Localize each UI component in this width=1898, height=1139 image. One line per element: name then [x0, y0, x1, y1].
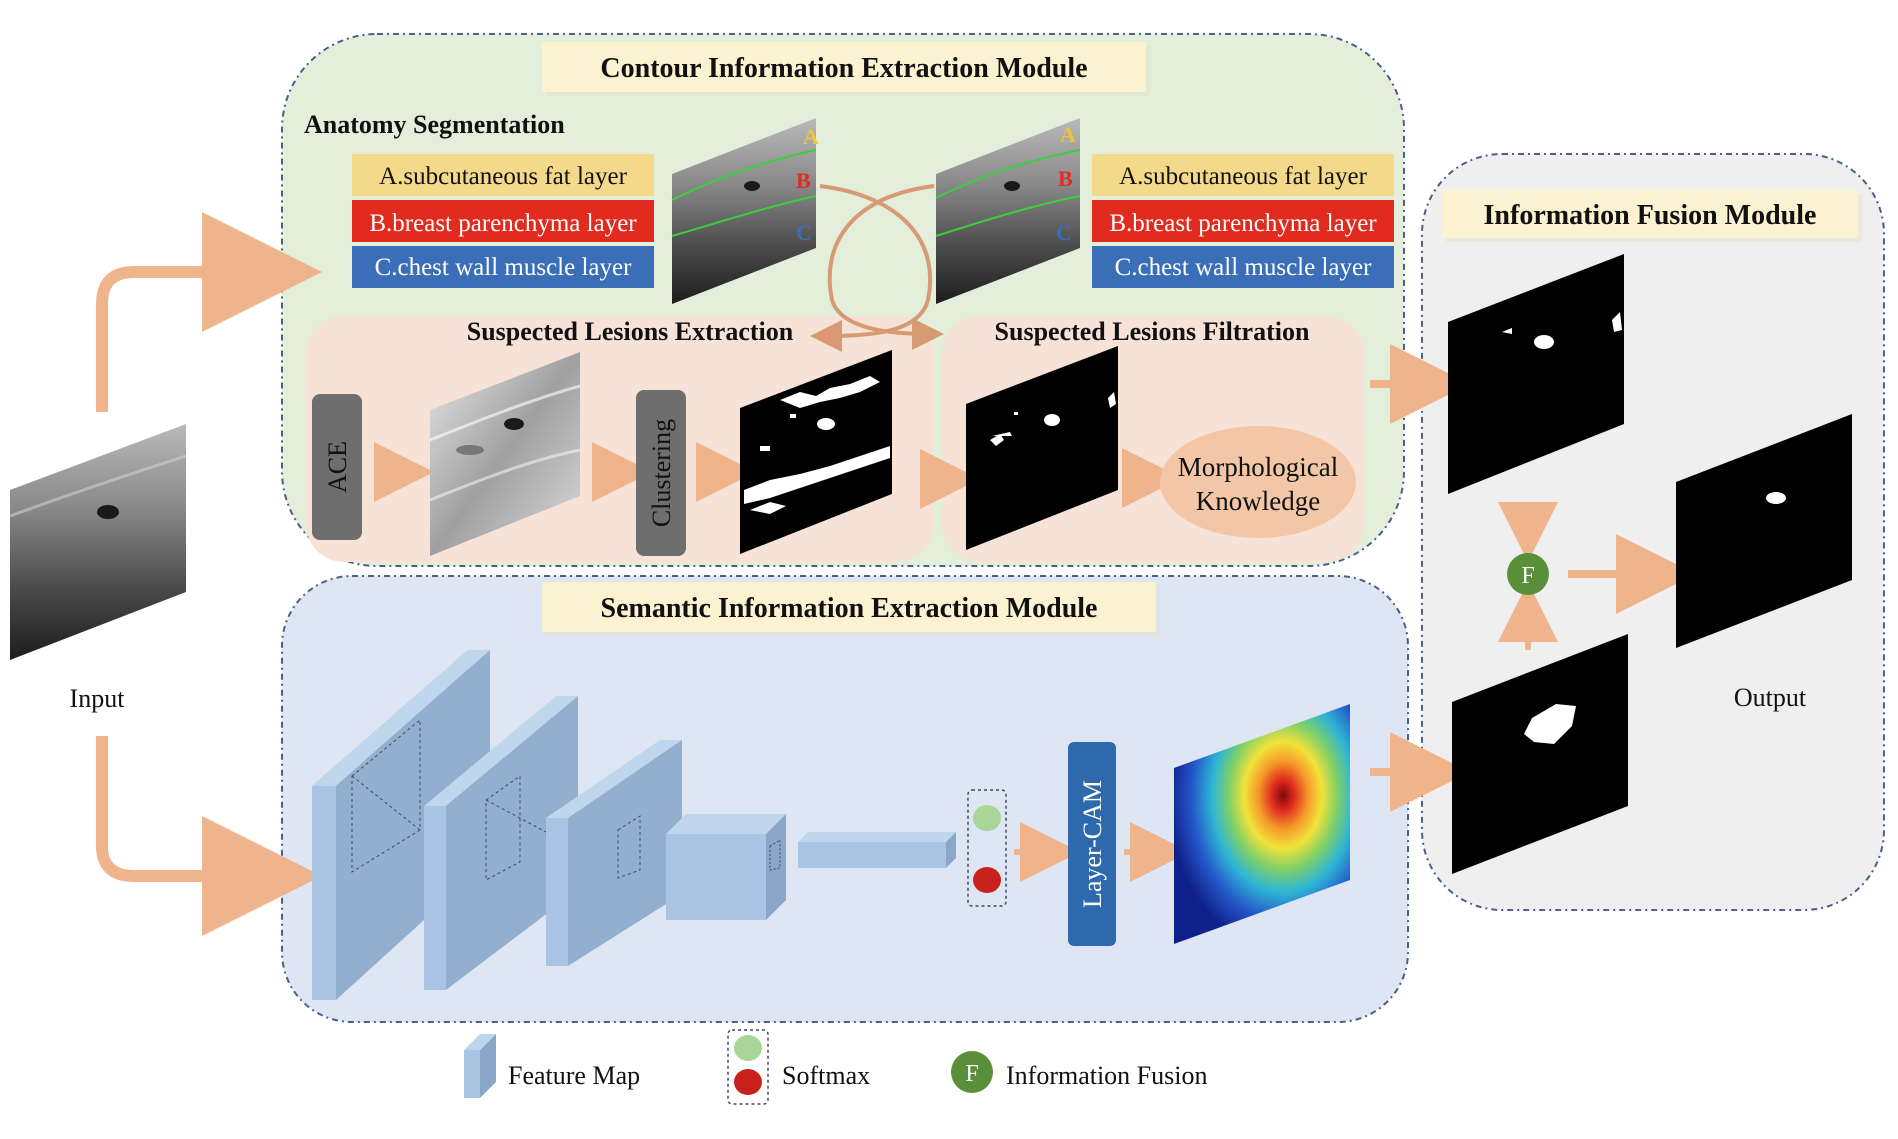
softmax-column: [967, 789, 1007, 907]
semantic-title-box: Semantic Information Extraction Module: [542, 582, 1160, 636]
legend-feature-map-label: Feature Map: [508, 1061, 640, 1090]
letter-a-right: A: [1060, 122, 1076, 147]
contour-module-title: Contour Information Extraction Module: [600, 53, 1087, 84]
output-label: Output: [1734, 683, 1807, 712]
morphological-knowledge: Morphological Knowledge: [1160, 426, 1356, 538]
arrow-input-to-semantic: [96, 736, 322, 936]
layer-b-label-right: B.breast parenchyma layer: [1109, 210, 1377, 237]
fusion-module-title: Information Fusion Module: [1484, 200, 1817, 231]
letter-b-left: B: [796, 168, 811, 193]
legend-fusion-symbol: F: [965, 1061, 978, 1087]
legend-softmax-icon: [727, 1029, 769, 1105]
layer-c-box-right: [1092, 246, 1394, 288]
input-ultrasound: [9, 424, 187, 660]
letter-b-right: B: [1058, 166, 1073, 191]
feature-map-block-1: [312, 650, 490, 1000]
fusion-semantic-mask: [1452, 634, 1628, 874]
anatomy-segmentation-title: Anatomy Segmentation: [304, 110, 565, 139]
contour-title-box: Contour Information Extraction Module: [542, 42, 1150, 96]
clustering-box: Clustering: [636, 390, 686, 556]
layer-c-label-left: C.chest wall muscle layer: [375, 254, 633, 281]
letter-a-left: A: [803, 124, 819, 149]
legend: Feature Map Softmax F Information Fusion: [464, 1029, 1208, 1105]
layer-c-label-right: C.chest wall muscle layer: [1115, 254, 1373, 281]
legend-information-fusion-label: Information Fusion: [1006, 1061, 1208, 1090]
layercam-label: Layer-CAM: [1078, 780, 1107, 908]
layer-b-box-left: [352, 200, 654, 242]
crossing-arrows: [810, 184, 944, 352]
legend-softmax-label: Softmax: [782, 1061, 870, 1090]
segmented-ultrasound-right: A B C: [935, 118, 1081, 304]
layer-a-label-left: A.subcutaneous fat layer: [379, 163, 628, 190]
layer-b-box-right: [1092, 200, 1394, 242]
morph-line1: Morphological: [1178, 452, 1338, 482]
layer-a-box-left: [352, 154, 654, 196]
letter-c-left: C: [796, 220, 812, 245]
feature-map-block-3: [546, 740, 682, 966]
feature-map-block-5: [798, 832, 956, 868]
feature-map-block-4: [666, 814, 786, 920]
feature-map-block-2: [424, 696, 578, 990]
filtration-title: Suspected Lesions Filtration: [995, 317, 1310, 346]
clustering-label: Clustering: [647, 419, 676, 527]
fusion-contour-mask: [1448, 254, 1624, 494]
layercam-box: Layer-CAM: [1068, 742, 1116, 946]
layer-b-label-left: B.breast parenchyma layer: [369, 210, 637, 237]
input-label: Input: [70, 684, 126, 713]
morph-line2: Knowledge: [1196, 486, 1320, 516]
extraction-title: Suspected Lesions Extraction: [467, 317, 794, 346]
heatmap: [1174, 704, 1350, 944]
ace-label: ACE: [323, 441, 352, 493]
layer-a-label-right: A.subcutaneous fat layer: [1119, 163, 1368, 190]
layer-a-box-right: [1092, 154, 1394, 196]
fusion-symbol: F: [1521, 563, 1534, 589]
letter-c-right: C: [1056, 220, 1072, 245]
segmented-ultrasound-left: A B C: [671, 118, 819, 304]
arrow-input-to-contour: [96, 212, 322, 412]
semantic-module-title: Semantic Information Extraction Module: [601, 593, 1098, 624]
fusion-title-box: Information Fusion Module: [1442, 190, 1862, 242]
ace-box: ACE: [312, 394, 362, 540]
output-mask: [1676, 414, 1852, 648]
enhanced-ultrasound: [429, 352, 581, 556]
clustered-mask: [740, 350, 892, 554]
filtration-mask: [966, 346, 1118, 550]
fusion-circle: F: [1507, 553, 1549, 595]
legend-feature-map-icon: [464, 1034, 496, 1098]
layer-c-box-left: [352, 246, 654, 288]
legend-fusion-icon: F: [951, 1051, 993, 1093]
